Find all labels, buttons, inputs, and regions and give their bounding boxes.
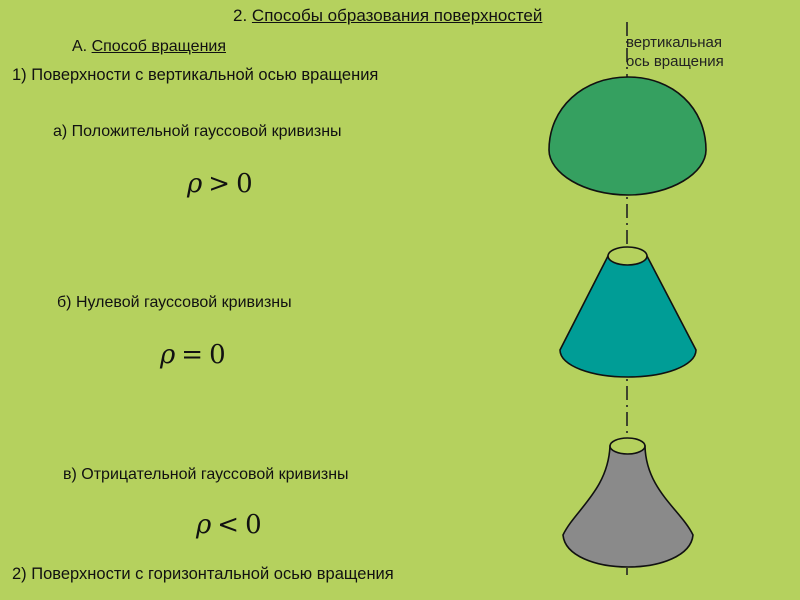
case-positive-curvature: а) Положительной гауссовой кривизны xyxy=(53,123,342,140)
hemisphere-surface xyxy=(548,76,707,196)
formula-value: 0 xyxy=(245,510,262,540)
pseudosphere-surface xyxy=(562,437,694,568)
axis-label: вертикальная ось вращения xyxy=(626,33,724,71)
case-zero-curvature: б) Нулевой гауссовой кривизны xyxy=(57,294,292,311)
item-vertical-axis: 1) Поверхности с вертикальной осью враще… xyxy=(12,66,379,84)
formula-positive: ρ>0 xyxy=(187,169,253,199)
subsection-letter: А. xyxy=(72,38,88,55)
formula-value: 0 xyxy=(236,169,253,199)
formula-symbol: ρ xyxy=(196,510,212,540)
subsection-text: Способ вращения xyxy=(91,38,226,55)
formula-symbol: ρ xyxy=(160,340,176,370)
formula-operator: < xyxy=(217,510,240,540)
axis-label-line2: ось вращения xyxy=(626,53,724,70)
cone-top-opening xyxy=(607,246,648,266)
formula-negative: ρ<0 xyxy=(196,510,262,540)
formula-zero: ρ=0 xyxy=(160,340,226,370)
title-text: Способы образования поверхностей xyxy=(251,6,543,25)
title-number: 2. xyxy=(233,6,248,25)
item-horizontal-axis: 2) Поверхности с горизонтальной осью вра… xyxy=(12,565,394,583)
formula-value: 0 xyxy=(209,340,226,370)
formula-operator: = xyxy=(181,340,204,370)
axis-label-line1: вертикальная xyxy=(626,34,722,51)
slide-title: 2. Способы образования поверхностей xyxy=(233,6,542,26)
formula-operator: > xyxy=(208,169,231,199)
formula-symbol: ρ xyxy=(187,169,203,199)
pseudosphere-top-opening xyxy=(609,437,646,455)
subsection-a-title: А. Способ вращения xyxy=(72,38,226,56)
case-negative-curvature: в) Отрицательной гауссовой кривизны xyxy=(63,466,349,483)
cone-surface xyxy=(559,246,697,378)
